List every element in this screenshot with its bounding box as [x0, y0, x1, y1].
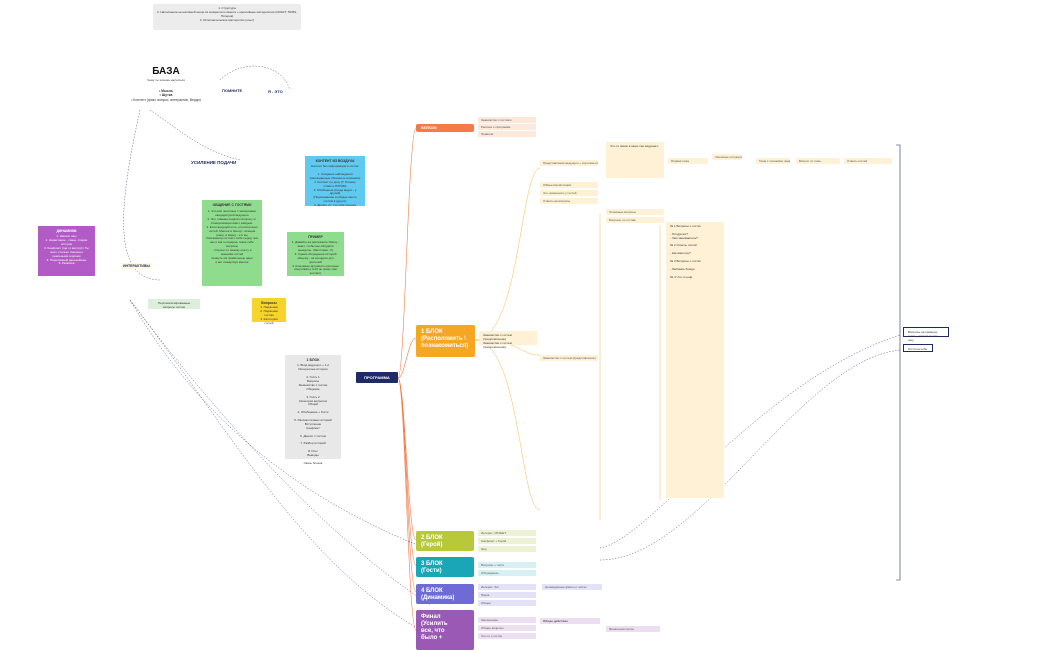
block3-item-2: Обсуждение [478, 570, 536, 576]
dynamics-card-title: ДИНАМИЗМ [56, 229, 77, 233]
final-item-2: Общие вопросы [478, 625, 536, 631]
block2-node[interactable]: 2 БЛОК (Герой) [416, 531, 474, 551]
content-card-title: КОНТЕНТ ИЗ ВОЗДУХА [315, 159, 355, 163]
final-side-note: Финальная шутка [606, 626, 660, 632]
block1-chain-5: Ответы гостей [844, 158, 892, 164]
this-is-label: Я - ЭТО [268, 89, 283, 94]
welcome-item-3: Правила [478, 131, 536, 137]
block2-item-2: Конфликт + Герой [478, 538, 536, 544]
welcome-item-2: Рассказ о программе [478, 124, 536, 130]
welcome-node[interactable]: ВЕЛКОМ [416, 124, 474, 132]
base-subtitle: Чему ты хочешь научиться [147, 78, 185, 82]
block1-chain-3: Тема с похожими людьми [756, 158, 790, 164]
block1-top-notes: Что-то новое в мире про ведущего [606, 142, 664, 178]
content-card: КОНТЕНТ ИЗ ВОЗДУХА Контент без информаци… [305, 156, 365, 208]
base-title: БАЗА [152, 66, 180, 77]
block4-item-2: Пауза [478, 592, 536, 598]
block-summary-text: 1. Вход ведущего + 1.2 Интересные истори… [294, 363, 332, 465]
header-note-text: 1. Структура 2. Наполнение не-нативной м… [157, 6, 297, 22]
base-section: БАЗА Чему ты хочешь научиться • Мысль • … [128, 66, 204, 102]
block1-item-5: Знакомство с гостем (представление) [540, 355, 598, 361]
right-note-1-text: Вопросы на примере гостя + разная в чате… [908, 330, 938, 342]
right-note-2: Гости на себе [903, 344, 933, 352]
block4-item-3: Общее [478, 600, 536, 606]
block2-item-3: Шоу [478, 546, 536, 552]
block1-item-4: Ответы на вопросы [540, 198, 598, 204]
dynamics-card: ДИНАМИЗМ 1. Начало шоу 2. Нарастание - с… [38, 226, 95, 276]
block4-item-1: Интерес. бит [478, 584, 536, 590]
block1-chain-4: Вопрос по теме [796, 158, 840, 164]
example-card-text: 1. Давайте-ка расскажите Ирину - знает, … [291, 240, 340, 276]
block-summary-title: 1 БЛОК [306, 358, 320, 362]
base-bullet-2: • Шутка [159, 93, 173, 98]
block1-top-notes-text: Что-то новое в мире про ведущего [610, 144, 659, 148]
block4-side-note: Неожиданные факты о гостях [542, 584, 602, 590]
block4-node[interactable]: 4 БЛОК (Динамика) [416, 584, 474, 604]
welcome-item-1: Знакомство с гостями [478, 117, 536, 123]
block1-node[interactable]: 1 БЛОК (Расположить \ познакомиться) [416, 325, 475, 357]
questions-card: Вопросы 1. Пиджонов 2. Пиджонов гостям 3… [252, 298, 286, 325]
block1-detail: № 1 Вопросы о гостях - Откуда вы? - Чем … [666, 222, 724, 498]
final-item-3: Что-то о гостях [478, 633, 536, 639]
right-note-1: Вопросы на примере гостя + разная в чате… [903, 327, 949, 342]
block1-mid-item-1: Основные вопросы [606, 209, 664, 215]
questions-card-text: 1. Пиджонов 2. Пиджонов гостям 3. Катего… [260, 305, 278, 325]
final-item-1: Заключение [478, 617, 536, 623]
base-bullet-1: • Мысль [159, 88, 173, 93]
interactive-label: ИНТЕРАКТИВЫ [121, 263, 152, 269]
guests-card: ОБЩЕНИЕ С ГОСТЯМИ 1. Это всё понятные с … [202, 200, 262, 286]
block3-node[interactable]: 3 БЛОК (Гости) [416, 557, 474, 577]
dynamics-card-text: 1. Начало шоу 2. Нарастание - смещ. стад… [44, 234, 89, 266]
personal-guests-card: Персонализированные вопросы гостям [148, 299, 200, 309]
block1-detail-text: № 1 Вопросы о гостях - Откуда вы? - Чем … [670, 224, 701, 279]
block1-item-3: Что новенького у гостей [540, 190, 598, 196]
final-node[interactable]: Финал (Усилить все, что было + [416, 610, 474, 650]
block1-lead-text: Знакомство с гостем (представление) Знак… [483, 333, 512, 349]
block1-chain-2: Смешные ситуации [712, 154, 742, 160]
guests-card-text: 1. Это всё понятные с женщинами кандидат… [206, 209, 258, 264]
block2-item-1: Интерес. СЮЖЕТ [478, 530, 536, 536]
remember-label: ПОМНИТЕ [222, 88, 243, 93]
block1-mid-item-2: Вопросы по гостям [606, 217, 664, 223]
block1-lead: Знакомство с гостем (представление) Знак… [479, 331, 537, 349]
example-card: ПРИМЕР 1. Давайте-ка расскажите Ирину - … [287, 232, 344, 276]
block1-chain-1: Первая тема [668, 158, 708, 164]
personal-guests-text: Персонализированные вопросы гостям [157, 301, 191, 309]
example-card-title: ПРИМЕР [308, 235, 323, 239]
program-node[interactable]: ПРОГРАММА [356, 372, 398, 383]
block1-item-1: Представление ведущего + короткая истори… [540, 160, 598, 166]
base-bullet-3: • Контент (факт, вопрос, интерактив, Вер… [131, 97, 201, 102]
header-note: 1. Структура 2. Наполнение не-нативной м… [153, 4, 301, 30]
questions-card-title: Вопросы [261, 301, 277, 305]
content-card-text: Контент без информации о гостях: 1. Созд… [309, 164, 361, 208]
final-side-title: Общее действие [540, 618, 600, 624]
guests-card-title: ОБЩЕНИЕ С ГОСТЯМИ [212, 203, 252, 207]
block1-item-2: Обмен впечатлений [540, 182, 598, 188]
right-note-2-text: Гости на себе [908, 347, 928, 351]
block3-item-1: Вопросы + гости [478, 562, 536, 568]
block-summary-card: 1 БЛОК 1. Вход ведущего + 1.2 Интересные… [285, 355, 341, 465]
amplify-title: УСИЛЕНИЕ ПОДАЧИ [191, 160, 237, 165]
